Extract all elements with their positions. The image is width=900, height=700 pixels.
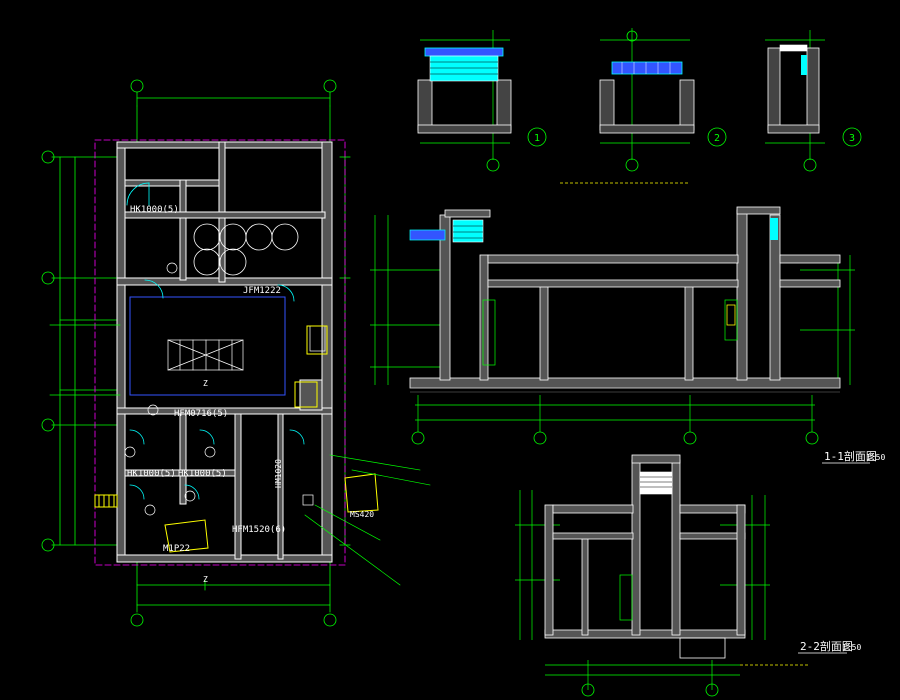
plan-fixtures xyxy=(124,262,326,516)
detail-1: 1 xyxy=(417,30,547,172)
detail-3-marker xyxy=(842,127,862,147)
plan-axis-bottom-right xyxy=(323,613,337,627)
plan-dim-top xyxy=(136,91,331,143)
section-1-1-scale: 1:50 xyxy=(866,453,885,462)
plan-leaders xyxy=(49,324,431,586)
detail-1-marker xyxy=(527,127,547,147)
stair-symbol xyxy=(167,339,244,371)
label-z-2: Z xyxy=(203,575,208,584)
plan-axis-bottom-left xyxy=(130,613,144,627)
label-hk1000-c: HK1000(5) xyxy=(178,469,227,479)
plan-dim-bottom xyxy=(136,559,331,613)
section-2-2-title: 2-2剖面图 xyxy=(800,639,853,653)
section-1-1-title: 1-1剖面图 xyxy=(824,449,877,463)
plan-axis-left-3 xyxy=(41,418,55,432)
label-jfm1222: JFM1222 xyxy=(243,286,281,296)
section-2-2-scale: 1:50 xyxy=(842,643,861,652)
floor-plan: HK1000(5) JFM1222 HFM0716(5) HK1000(5) H… xyxy=(41,79,431,627)
label-hk1000-b: HK1000(5) xyxy=(127,469,176,479)
detail-3-number: 3 xyxy=(849,133,855,144)
detail-2: 2 xyxy=(599,28,727,172)
detail-2-number: 2 xyxy=(714,133,720,144)
plan-dim-left xyxy=(51,156,121,546)
detail-2-marker xyxy=(707,127,727,147)
plan-axis-left-1 xyxy=(41,150,55,164)
detail-3: 3 xyxy=(765,30,862,172)
plan-axis-left-4 xyxy=(41,538,55,552)
plan-axis-left-2 xyxy=(41,271,55,285)
plan-boundary xyxy=(94,139,346,566)
plan-yellow-marks xyxy=(94,325,379,553)
label-z-1: Z xyxy=(203,379,208,388)
plan-axis-top-left xyxy=(130,79,144,93)
label-hk1000: HK1000(5) xyxy=(130,205,179,215)
label-hfm1520: HFM1520(6) xyxy=(232,525,286,535)
plan-doors xyxy=(126,182,305,500)
label-ms420: MS420 xyxy=(350,510,374,519)
detail-1-number: 1 xyxy=(534,133,540,144)
label-m1p22: M1P22 xyxy=(163,544,190,554)
label-hm1020: HM1020 xyxy=(274,459,283,488)
plan-axis-top-right xyxy=(323,79,337,93)
stair-room xyxy=(129,296,286,396)
section-1-1: 1-1剖面图 1:50 xyxy=(370,206,885,464)
section-2-2: 2-2剖面图 1:50 xyxy=(515,454,861,697)
label-hfm0716: HFM0716(5) xyxy=(174,409,228,419)
water-tanks xyxy=(193,223,299,276)
